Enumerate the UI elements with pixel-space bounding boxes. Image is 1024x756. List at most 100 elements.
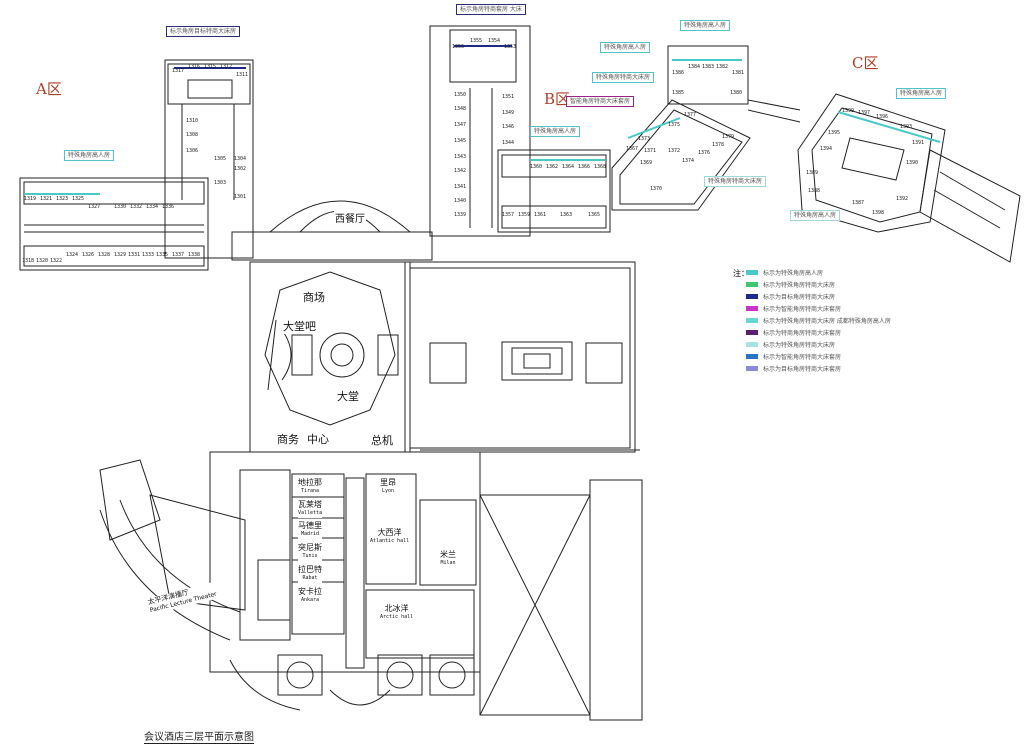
room-number: 1337 <box>172 252 185 258</box>
room-number: 1347 <box>454 122 467 128</box>
legend-swatch <box>746 318 758 323</box>
room-number: 1349 <box>502 110 515 116</box>
room-number: 1322 <box>50 258 63 264</box>
room-number: 1326 <box>82 252 95 258</box>
room-tag: 特殊角房特商大床房 <box>704 176 767 187</box>
room-number: 1312 <box>220 64 233 70</box>
room-number: 1318 <box>22 258 35 264</box>
room-tag: 特殊角房特商大床房 <box>592 72 655 83</box>
room-number: 1301 <box>234 194 247 200</box>
legend-swatch <box>746 342 758 347</box>
room-number: 1343 <box>454 154 467 160</box>
zone-b-outline <box>429 25 751 237</box>
room-number: 1391 <box>912 140 925 146</box>
legend-item: 标示为智能角房特商大床套房 <box>746 304 841 313</box>
room-number: 1382 <box>716 64 729 70</box>
room-tag: 标示角房目标特商大床房 <box>166 26 241 37</box>
room-number: 1388 <box>808 188 821 194</box>
room-number: 1399 <box>842 108 855 114</box>
room-number: 1327 <box>88 204 101 210</box>
room-number: 1373 <box>638 136 651 142</box>
room-number: 1305 <box>214 156 227 162</box>
room-number: 1376 <box>698 150 711 156</box>
room-number: 1316 <box>188 64 201 70</box>
room-number: 1387 <box>852 200 865 206</box>
room-number: 1333 <box>142 252 155 258</box>
room-number: 1383 <box>702 64 715 70</box>
room-number: 1377 <box>684 112 697 118</box>
south-halls <box>209 451 643 721</box>
room-number: 1386 <box>672 70 685 76</box>
legend-swatch <box>746 330 758 335</box>
room-number: 1398 <box>872 210 885 216</box>
room-number: 1374 <box>682 158 695 164</box>
room-tag: 特殊角房高人房 <box>530 126 581 137</box>
room-number: 1381 <box>732 70 745 76</box>
room-number: 1338 <box>188 252 201 258</box>
room-number: 1336 <box>162 204 175 210</box>
legend-swatch <box>746 270 758 275</box>
legend-note: 注： <box>733 269 749 278</box>
room-number: 1372 <box>668 148 681 154</box>
room-tag: 特殊角房高人房 <box>680 20 731 31</box>
central-core <box>231 200 433 453</box>
room-number: 1375 <box>668 122 681 128</box>
room-tag: 标示角房特商套房 大床 <box>456 4 526 15</box>
room-number: 1360 <box>530 164 543 170</box>
room-number: 1361 <box>534 212 547 218</box>
business-label: 商务 <box>276 431 300 447</box>
bottom-rooms <box>229 654 475 711</box>
room-number: 1321 <box>40 196 53 202</box>
room-tag: 特殊角房高人房 <box>64 150 115 161</box>
lobby-bar-label: 大堂吧 <box>282 318 317 334</box>
room-number: 1324 <box>66 252 79 258</box>
atrium <box>404 261 640 453</box>
room-number: 1362 <box>546 164 559 170</box>
room-number: 1329 <box>114 252 127 258</box>
switchboard-label: 总机 <box>370 432 394 448</box>
room-number: 1346 <box>502 124 515 130</box>
room-number: 1334 <box>146 204 159 210</box>
room-number: 1394 <box>820 146 833 152</box>
room-number: 1319 <box>24 196 37 202</box>
room-number: 1328 <box>98 252 111 258</box>
room-number: 1354 <box>488 38 501 44</box>
room-number: 1331 <box>128 252 141 258</box>
room-number: 1335 <box>156 252 169 258</box>
room-number: 1330 <box>114 204 127 210</box>
legend-item: 标示为特殊角房特商大床房 成都特殊角房高人房 <box>746 316 891 325</box>
room-number: 1365 <box>588 212 601 218</box>
room-number: 1355 <box>470 38 483 44</box>
room-number: 1351 <box>502 94 515 100</box>
legend-item: 标示为特商角房特商大床套房 <box>746 328 841 337</box>
room-number: 1371 <box>644 148 657 154</box>
room-number: 1364 <box>562 164 575 170</box>
room-number: 1357 <box>502 212 515 218</box>
room-number: 1363 <box>560 212 573 218</box>
room-number: 1385 <box>672 90 685 96</box>
room-number: 1303 <box>214 180 227 186</box>
zone-a-label: A区 <box>36 80 62 98</box>
room-number: 1367 <box>626 146 639 152</box>
room-number: 1348 <box>454 106 467 112</box>
zone-b-label: B区 <box>544 90 571 108</box>
legend-swatch <box>746 354 758 359</box>
room-number: 1390 <box>906 160 919 166</box>
legend-item: 标示为特殊角房特商大床房 <box>746 280 835 289</box>
legend-swatch <box>746 282 758 287</box>
room-number: 1356 <box>452 44 465 50</box>
room-number: 1389 <box>806 170 819 176</box>
room-number: 1396 <box>876 114 889 120</box>
room-number: 1342 <box>454 168 467 174</box>
legend-swatch <box>746 366 758 371</box>
room-number: 1311 <box>236 72 249 78</box>
room-number: 1378 <box>712 142 725 148</box>
